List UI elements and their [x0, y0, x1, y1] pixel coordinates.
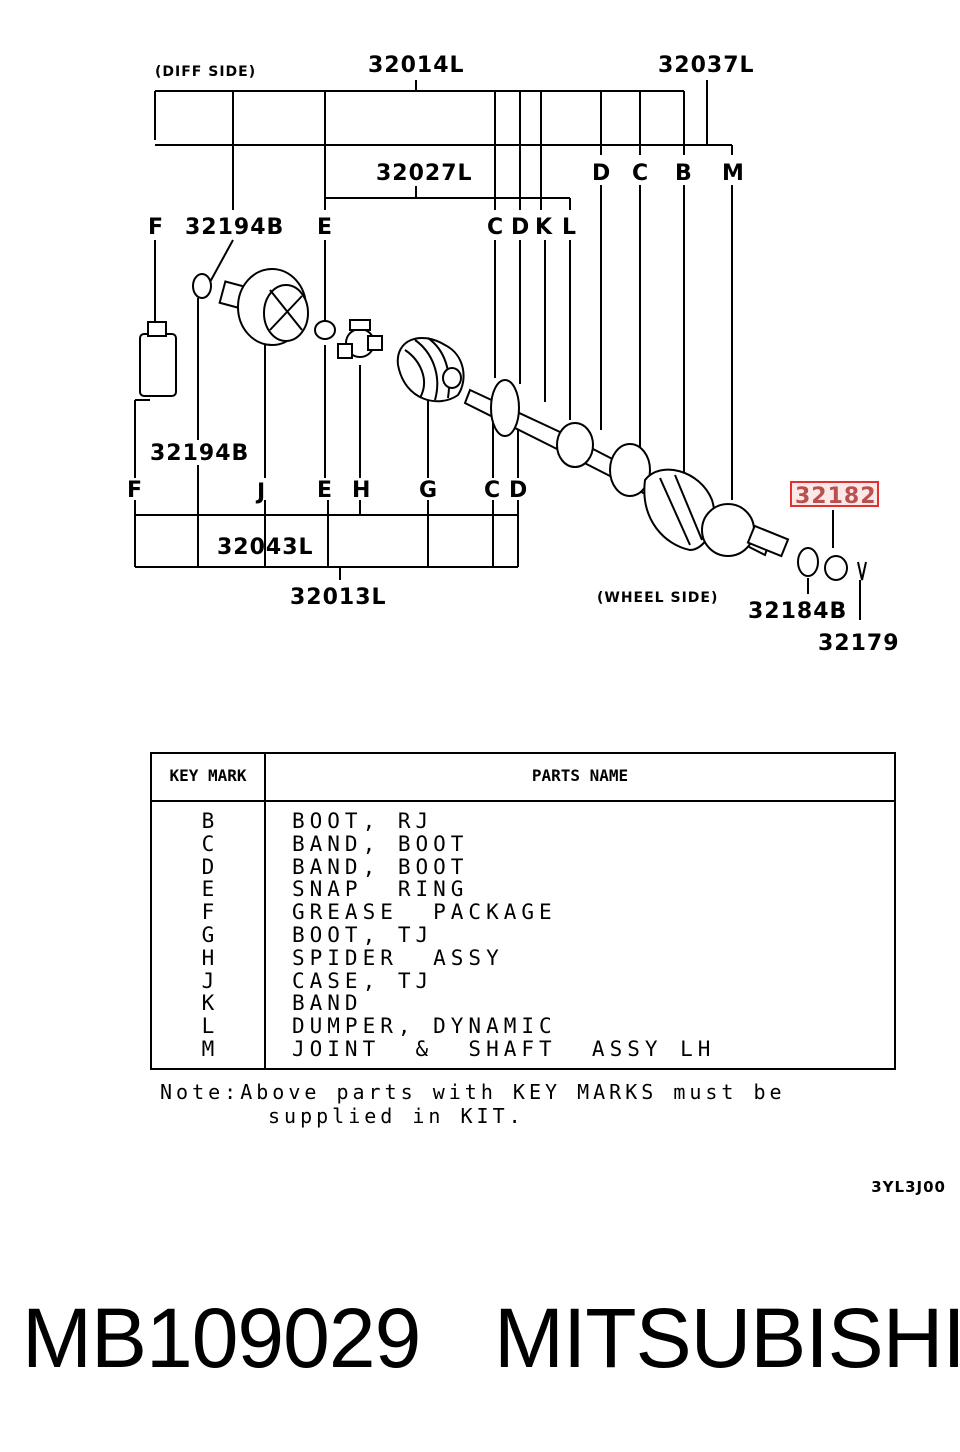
diagram-labels: (DIFF SIDE) 32014L 32037L D C B M 32027L…	[127, 53, 900, 656]
row-name: JOINT & SHAFT ASSY LH	[292, 1036, 716, 1061]
key-letter-m-upper: M	[722, 161, 744, 186]
table-row: G BOOT, TJ	[152, 924, 894, 947]
key-letter-k-top: K	[535, 215, 553, 240]
row-name: BAND	[292, 991, 363, 1016]
row-key: L	[201, 1014, 215, 1039]
key-letter-j-bottom: J	[255, 480, 265, 505]
row-key: H	[201, 945, 215, 970]
diff-side-label: (DIFF SIDE)	[155, 64, 256, 80]
note-line-1: Note:Above parts with KEY MARKS must be	[160, 1080, 786, 1104]
code-32179: 32179	[818, 631, 900, 656]
key-letter-c-bottom: C	[484, 478, 500, 503]
table-rows: B BOOT, RJ C BAND, BOOT D BAND, BOOT E SNAP …	[152, 810, 894, 1061]
table-row: J CASE, TJ	[152, 968, 894, 993]
row-name: DUMPER, DYNAMIC	[292, 1014, 557, 1039]
key-letter-c-upper: C	[632, 161, 648, 186]
code-32194B-top: 32194B	[185, 215, 284, 240]
wheel-side-label: (WHEEL SIDE)	[597, 590, 718, 606]
header-key-mark: KEY MARK	[169, 766, 247, 785]
code-32027L: 32027L	[376, 161, 473, 186]
column-divider	[264, 754, 266, 1068]
exploded-parts-diagram: (DIFF SIDE) 32014L 32037L D C B M 32027L…	[127, 53, 900, 656]
note-line-2: supplied in KIT.	[268, 1104, 525, 1128]
row-key: M	[201, 1036, 215, 1061]
key-letter-d-bottom: D	[509, 478, 527, 503]
row-key: K	[201, 991, 215, 1016]
highlight-box	[790, 481, 879, 507]
code-32184B: 32184B	[748, 599, 847, 624]
product-footer: MB109029 MITSUBISHI	[22, 1290, 960, 1390]
row-name: GREASE PACKAGE	[292, 900, 557, 925]
row-key: F	[201, 900, 215, 925]
row-key: E	[201, 877, 215, 902]
key-letter-b-upper: B	[675, 161, 692, 186]
table-row: D BAND, BOOT	[152, 854, 894, 879]
table-row: L DUMPER, DYNAMIC	[152, 1015, 894, 1038]
nut-icon	[824, 555, 848, 581]
table-row: C BAND, BOOT	[152, 831, 894, 856]
table-row: B BOOT, RJ	[152, 810, 894, 833]
table-row: E SNAP RING	[152, 878, 894, 901]
code-32194B-bottom: 32194B	[150, 441, 249, 466]
cotter-pin-icon	[857, 561, 867, 581]
row-key: C	[201, 831, 215, 856]
row-name: SNAP RING	[292, 877, 469, 902]
key-letter-d-top: D	[511, 215, 529, 240]
row-key: D	[201, 854, 215, 879]
row-name: SPIDER ASSY	[292, 945, 504, 970]
table-row: F GREASE PACKAGE	[152, 901, 894, 924]
parts-table: KEY MARK PARTS NAME B BOOT, RJ C BAND, BOO…	[150, 752, 896, 1070]
kit-note: Note:Above parts with KEY MARKS must be …	[160, 1080, 920, 1128]
key-letter-f-top: F	[148, 215, 163, 240]
snap-ring-icon	[192, 273, 212, 299]
diagram-reference-code: 3YL3J00	[871, 1178, 946, 1196]
row-key: G	[201, 922, 215, 947]
key-letter-l-top: L	[562, 215, 576, 240]
key-letter-f-bottom: F	[127, 478, 142, 503]
key-letter-e-top: E	[317, 215, 332, 240]
tj-case-icon	[218, 268, 309, 346]
grease-package-icon	[139, 321, 177, 397]
row-name: BAND, BOOT	[292, 831, 469, 856]
row-key: B	[201, 809, 215, 833]
washer-icon	[797, 547, 819, 577]
tj-boot-icon	[396, 336, 465, 403]
row-name: BOOT, TJ	[292, 922, 434, 947]
code-32014L: 32014L	[368, 53, 465, 78]
table-row: K BAND	[152, 992, 894, 1015]
callout-lines	[134, 80, 861, 620]
table-header	[152, 754, 894, 802]
brand-name: MITSUBISHI	[494, 1291, 960, 1385]
code-32182-highlighted: 32182	[795, 484, 877, 509]
table-row: H SPIDER ASSY	[152, 945, 894, 970]
shaft-assy-icon	[463, 379, 790, 558]
key-letter-e-bottom: E	[317, 478, 332, 503]
row-name: BOOT, RJ	[292, 809, 434, 833]
snap-ring-e-icon	[314, 320, 336, 340]
key-letter-h-bottom: H	[352, 478, 370, 503]
row-key: J	[201, 968, 215, 993]
code-32043L: 32043L	[217, 535, 314, 560]
row-name: CASE, TJ	[292, 968, 434, 993]
part-number: MB109029	[22, 1291, 421, 1385]
table-row: M JOINT & SHAFT ASSY LH	[152, 1038, 894, 1061]
key-letter-g-bottom: G	[419, 478, 437, 503]
row-name: BAND, BOOT	[292, 854, 469, 879]
key-letter-d-upper: D	[592, 161, 610, 186]
code-32037L: 32037L	[658, 53, 755, 78]
header-parts-name: PARTS NAME	[531, 766, 629, 785]
spider-assy-icon	[337, 319, 383, 359]
key-letter-c-top: C	[487, 215, 503, 240]
code-32013L: 32013L	[290, 585, 387, 610]
